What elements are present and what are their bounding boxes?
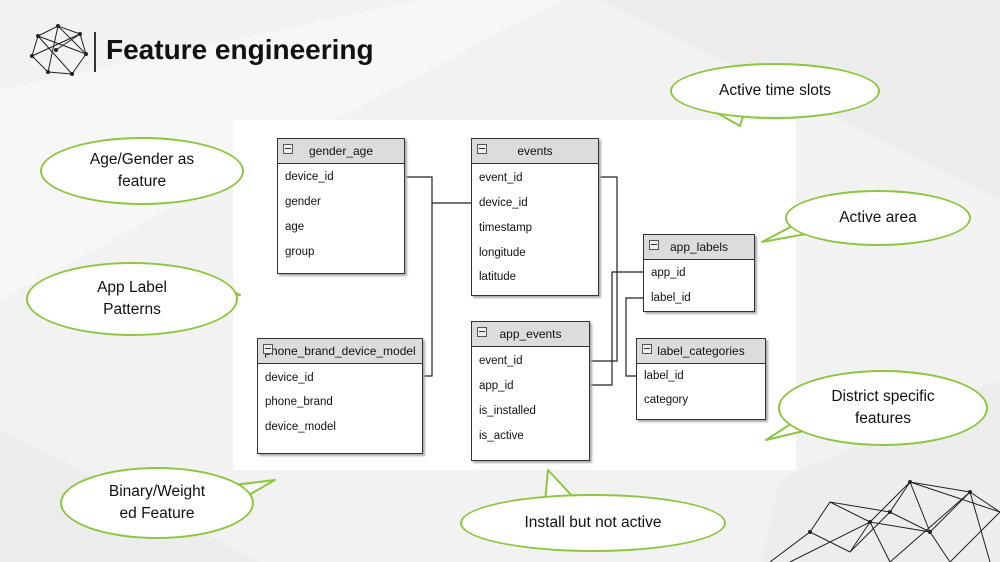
table-field: timestamp xyxy=(479,222,533,234)
table-header: app_events xyxy=(472,322,589,347)
table-header: phone_brand_device_model xyxy=(258,339,422,364)
table-field: label_id xyxy=(651,292,691,304)
table-label-categories: label_categories label_id category xyxy=(636,338,766,420)
table-app-events: app_events event_id app_id is_installed … xyxy=(471,321,590,461)
table-header: app_labels xyxy=(644,235,754,260)
table-gender-age: gender_age device_id gender age group xyxy=(277,138,405,274)
collapse-icon[interactable] xyxy=(649,240,659,250)
callout-label: Active area xyxy=(839,209,917,226)
collapse-icon[interactable] xyxy=(477,144,487,154)
callout-label: Install but not active xyxy=(524,514,662,531)
callout-label: App Label Patterns xyxy=(97,279,167,318)
table-field: app_id xyxy=(479,380,514,392)
callout-label: District specific features xyxy=(831,388,935,427)
table-name: gender_age xyxy=(308,144,374,158)
table-field: phone_brand xyxy=(265,396,333,408)
table-name: app_events xyxy=(499,327,562,341)
table-field: app_id xyxy=(651,267,686,279)
collapse-icon[interactable] xyxy=(642,344,652,354)
collapse-icon[interactable] xyxy=(283,144,293,154)
table-field: event_id xyxy=(479,172,523,184)
title-divider xyxy=(94,32,96,72)
table-field: group xyxy=(285,246,315,258)
callout-label: Binary/Weight ed Feature xyxy=(108,483,206,522)
table-field: is_installed xyxy=(479,405,536,417)
callout-district: District specific features xyxy=(778,370,988,446)
table-field: label_id xyxy=(644,370,684,382)
table-header: gender_age xyxy=(278,139,404,164)
table-field: is_active xyxy=(479,430,524,442)
callout-label: Active time slots xyxy=(719,82,831,99)
table-field: event_id xyxy=(479,355,523,367)
network-decoration xyxy=(770,480,1000,562)
callout-active-area: Active area xyxy=(785,190,971,246)
table-name: app_labels xyxy=(669,240,729,254)
table-name: events xyxy=(517,144,553,158)
table-field: device_id xyxy=(479,197,528,209)
table-name: label_categories xyxy=(657,344,745,358)
table-field: longitude xyxy=(479,247,526,259)
callout-active-time: Active time slots xyxy=(670,63,880,119)
table-phone-brand-device-model: phone_brand_device_model device_id phone… xyxy=(257,338,423,454)
network-logo-icon xyxy=(30,24,88,76)
table-field: device_id xyxy=(265,372,314,384)
title-area: Feature engineering xyxy=(0,0,420,90)
table-name: phone_brand_device_model xyxy=(264,344,416,358)
table-header: events xyxy=(472,139,598,164)
callout-app-label: App Label Patterns xyxy=(26,262,238,336)
callout-install-not-active: Install but not active xyxy=(460,494,726,552)
table-field: latitude xyxy=(479,271,517,283)
table-field: age xyxy=(285,221,305,233)
table-events: events event_id device_id timestamp long… xyxy=(471,138,599,296)
table-field: device_model xyxy=(265,421,336,433)
callout-binary-weighted: Binary/Weight ed Feature xyxy=(60,467,254,539)
collapse-icon[interactable] xyxy=(477,327,487,337)
table-field: device_id xyxy=(285,171,334,183)
table-header: label_categories xyxy=(637,339,765,364)
collapse-icon[interactable] xyxy=(263,344,273,354)
callout-age-gender: Age/Gender as feature xyxy=(40,137,244,205)
slide-title: Feature engineering xyxy=(106,34,374,65)
table-field: category xyxy=(644,394,689,406)
callout-label: Age/Gender as feature xyxy=(89,151,195,190)
table-field: gender xyxy=(285,196,321,208)
table-app-labels: app_labels app_id label_id xyxy=(643,234,755,312)
